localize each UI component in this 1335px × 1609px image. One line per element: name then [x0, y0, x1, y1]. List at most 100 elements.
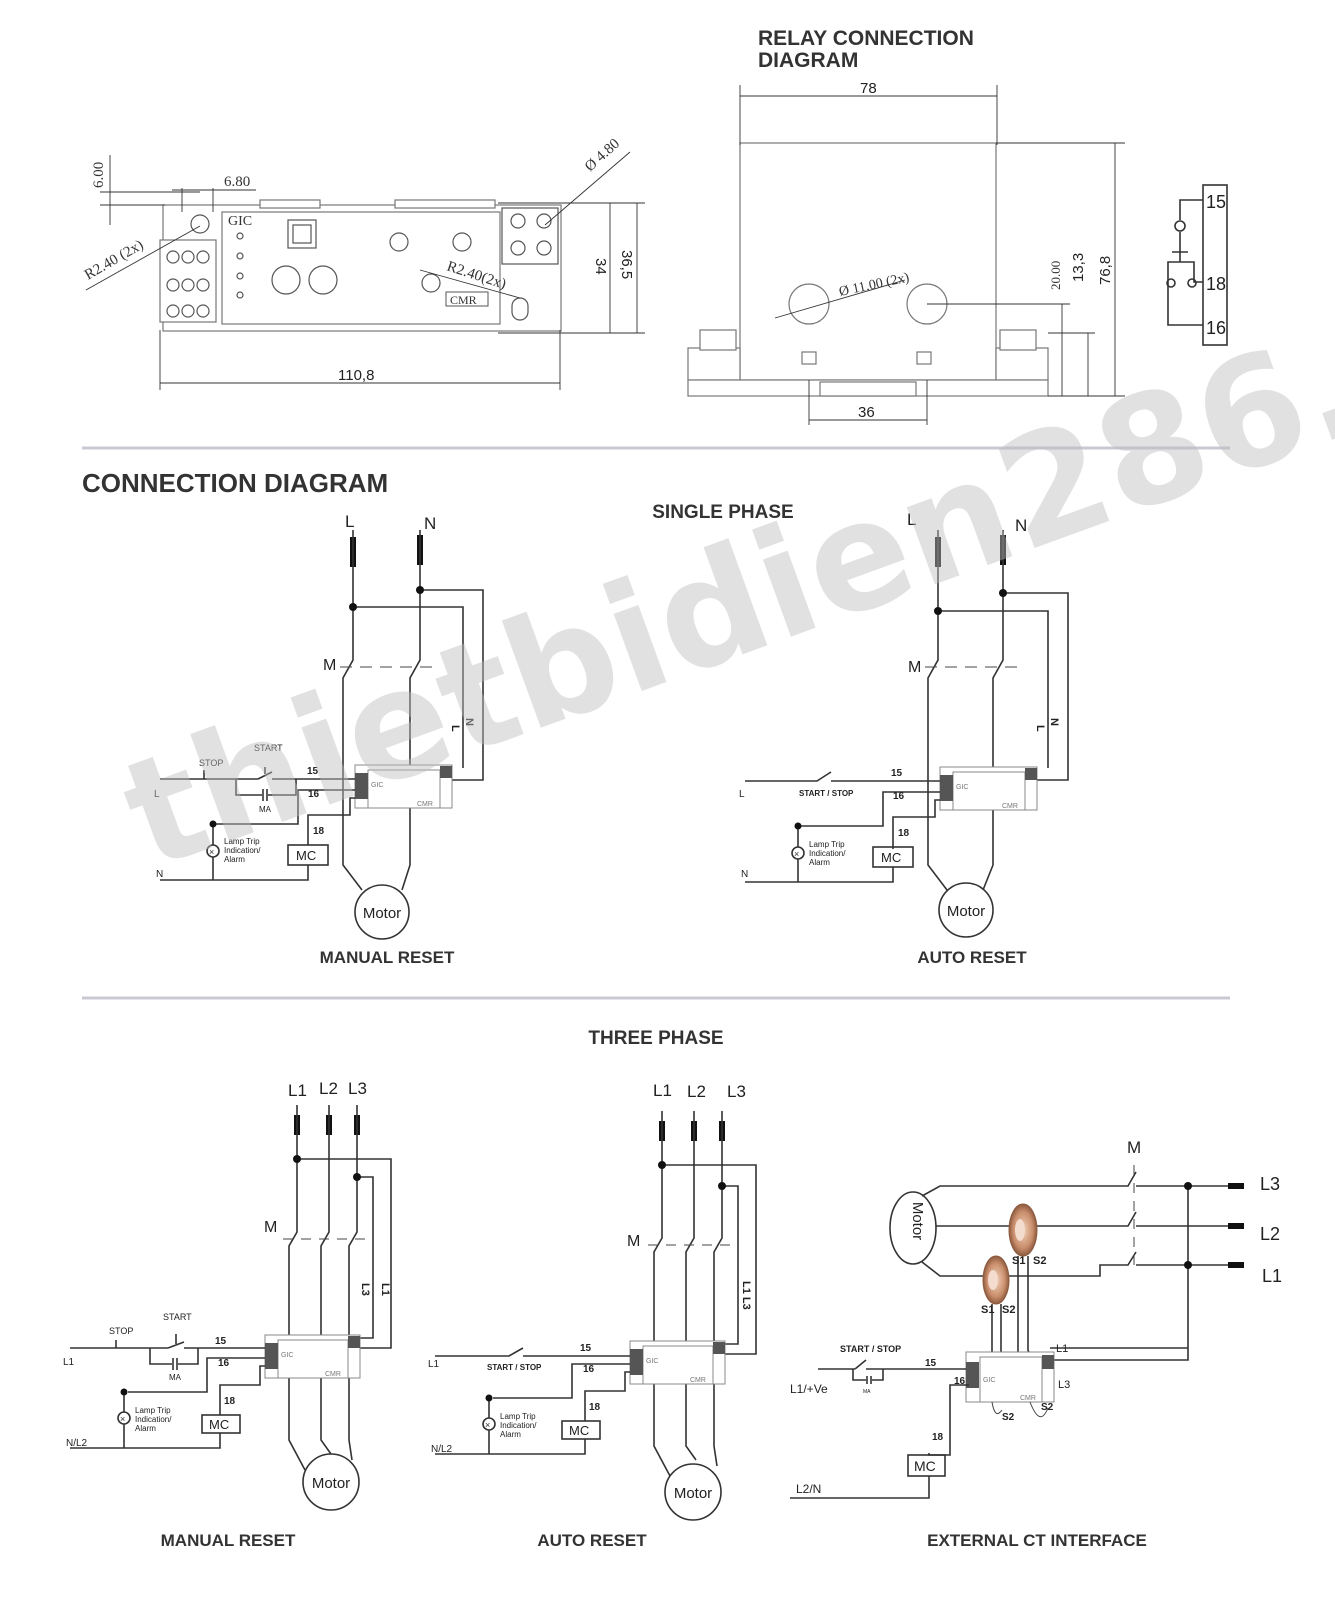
label-N: N	[424, 514, 436, 533]
wire-or-outline	[511, 297, 529, 321]
junction-dot	[1184, 1261, 1192, 1269]
wire-or-outline	[452, 232, 472, 252]
ct-s2-label: S2	[1002, 1412, 1015, 1423]
wire-or-outline	[687, 347, 741, 381]
wire-or-outline	[236, 272, 244, 280]
junction-dot	[353, 1173, 361, 1181]
wire-or-outline	[510, 240, 526, 256]
symbol-glyph: ×	[209, 847, 214, 857]
junction-dot	[120, 1388, 128, 1396]
line-N-label: N/L2	[431, 1444, 453, 1455]
symbol-glyph: ×	[120, 1414, 125, 1424]
wire-or-outline	[236, 252, 244, 260]
motor-icon	[664, 1463, 722, 1521]
mc-coil	[561, 1420, 601, 1440]
wire-or-outline	[389, 232, 409, 252]
ma-label: MA	[169, 1373, 182, 1382]
relay-module: GIC CMR	[965, 1351, 1055, 1403]
mc-label: MC	[881, 850, 901, 865]
wire-or-outline	[713, 1342, 725, 1354]
wire-or-outline	[70, 1347, 265, 1449]
line-L-label: L	[739, 789, 745, 800]
label-L3: L3	[348, 1079, 367, 1098]
wire-or-outline	[979, 1356, 1043, 1403]
cmr-label: CMR	[450, 293, 477, 307]
dim-6-00: 6.00	[91, 162, 107, 188]
lamp-label-3: Alarm	[500, 1430, 521, 1439]
lamp-label-1: Lamp Trip	[809, 840, 845, 849]
contactor-M-label: M	[1127, 1138, 1141, 1157]
junction-dot	[1184, 1182, 1192, 1190]
wire-or-outline	[85, 225, 201, 291]
wire-or-outline	[921, 1171, 1228, 1277]
lamp-label-2: Indication/	[135, 1415, 172, 1424]
contact-terminal-symbol: 15 18 16	[1166, 184, 1228, 346]
wire-or-outline	[1015, 1219, 1025, 1241]
wire-or-outline	[297, 1158, 392, 1349]
fuse-icon	[1228, 1223, 1244, 1229]
wire-or-outline	[938, 592, 1069, 781]
wire-or-outline	[292, 224, 312, 244]
junction-dot	[999, 589, 1007, 597]
wire-L-label: L	[449, 725, 461, 732]
terminal-15: 15	[307, 766, 319, 777]
motor-icon	[889, 1191, 937, 1265]
symbol-glyph: ×	[794, 849, 799, 859]
wire-or-outline	[419, 269, 521, 299]
wire-or-outline	[440, 766, 452, 778]
terminal-16: 16	[893, 791, 905, 802]
wire-or-outline	[353, 589, 484, 781]
wire-or-outline	[662, 1164, 757, 1355]
wire-or-outline	[265, 1343, 278, 1369]
wire-or-outline	[166, 304, 180, 318]
wire-or-outline	[85, 151, 645, 390]
start-label: START	[254, 743, 283, 753]
label-L2: L2	[687, 1082, 706, 1101]
start-stop-label: START / STOP	[799, 789, 854, 798]
label-L3: L3	[1260, 1174, 1280, 1194]
gic-label: GIC	[646, 1358, 658, 1365]
terminal-16: 16	[308, 789, 320, 800]
line-L1-label: L1/+Ve	[790, 1382, 828, 1396]
wire-or-outline	[181, 304, 195, 318]
label-L1: L1	[1262, 1266, 1282, 1286]
manual-reset-caption: MANUAL RESET	[161, 1531, 296, 1550]
wire-or-outline	[745, 771, 940, 883]
dim-20: 20.00	[1048, 261, 1063, 290]
wire-or-outline	[1166, 278, 1176, 288]
relay-diagram-title-2: DIAGRAM	[758, 49, 858, 72]
start-stop-label: START / STOP	[487, 1363, 542, 1372]
motor-label: Motor	[363, 905, 401, 922]
mc-coil	[907, 1454, 946, 1477]
wire-or-outline	[952, 771, 1026, 811]
ct-s2-label: S2	[1041, 1402, 1054, 1413]
junction-dot	[209, 820, 217, 828]
wire-or-outline	[271, 265, 301, 295]
wire-or-outline	[1187, 278, 1197, 288]
mc-label: MC	[209, 1417, 229, 1432]
lamp-icon	[482, 1417, 496, 1431]
stop-label: STOP	[199, 758, 223, 768]
stop-label: STOP	[109, 1326, 133, 1336]
junction-dot	[718, 1182, 726, 1190]
dim-13-3: 13,3	[1070, 253, 1087, 282]
auto-reset-caption: AUTO RESET	[537, 1531, 647, 1550]
wire-or-outline	[435, 1347, 630, 1455]
line-L-label: L	[154, 789, 160, 800]
lamp-label-1: Lamp Trip	[500, 1412, 536, 1421]
lamp-icon	[791, 846, 805, 860]
wire-N-label: N	[463, 718, 475, 726]
wire-or-outline	[181, 250, 195, 264]
ct-s1-label: S1	[981, 1304, 994, 1316]
fuse-icon	[1228, 1262, 1244, 1268]
terminal-16: 16	[218, 1358, 230, 1369]
relay-front-view: GIC CMR 6.00 6.80 R2.40 (2x) Ø 4.80 R2.4…	[82, 136, 645, 390]
line-N-label: N	[156, 869, 163, 880]
wire-or-outline	[536, 240, 552, 256]
relay-module: GIC CMR	[264, 1334, 361, 1379]
start-stop-label: START / STOP	[840, 1344, 901, 1354]
terminal-15: 15	[1206, 192, 1226, 212]
mc-coil	[287, 844, 329, 866]
terminal-18: 18	[898, 828, 910, 839]
junction-dot	[794, 822, 802, 830]
